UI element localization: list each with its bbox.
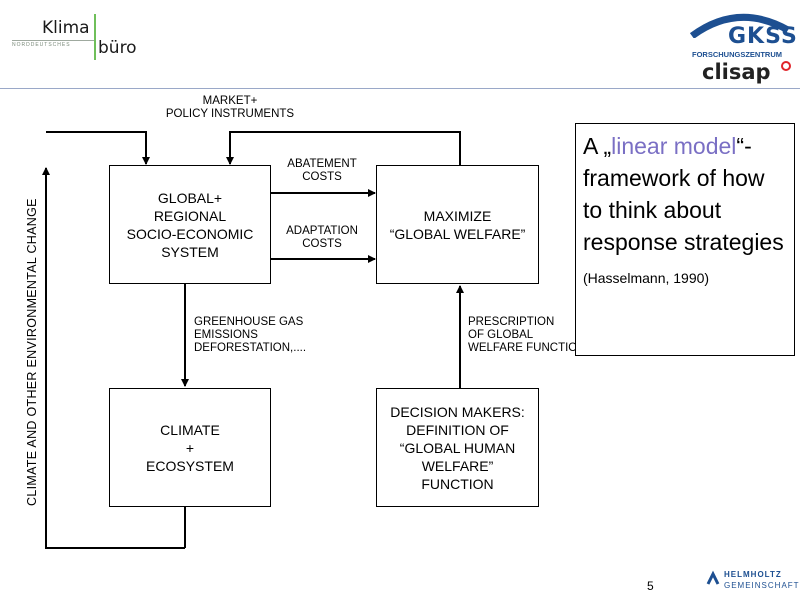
callout-prefix: A „ [583,133,612,159]
prescription-label: PRESCRIPTION OF GLOBAL WELFARE FUNCTION [468,316,586,354]
helmholtz-mark-icon [706,570,720,585]
decision-makers-box: DECISION MAKERS: DEFINITION OF “GLOBAL H… [376,388,539,507]
gkss-arc-icon [689,13,790,38]
helmholtz-line1: HELMHOLTZ [724,570,782,579]
callout-text: A „linear model“-framework of how to thi… [583,130,788,258]
klima-underline [12,40,94,41]
global-welfare-box: MAXIMIZE “GLOBAL WELFARE” [376,165,539,284]
page-number: 5 [647,579,654,593]
climate-change-vertical-label: CLIMATE AND OTHER ENVIRONMENTAL CHANGE [25,198,39,506]
abatement-costs-label: ABATEMENT COSTS [287,158,357,183]
policy-loop [226,131,461,165]
callout-rest: “-framework of how to think about respon… [583,133,784,255]
socio-economic-box: GLOBAL+ REGIONAL SOCIO-ECONOMIC SYSTEM [109,165,271,284]
adaptation-costs-label: ADAPTATION COSTS [286,225,358,250]
gkss-logo: GKSS FORSCHUNGSZENTRUM [688,8,797,59]
clisap-word: clisap [702,60,771,84]
klimabuero-logo: Klima NORDDEUTSCHES büro [10,14,140,66]
callout-citation: (Hasselmann, 1990) [583,270,710,286]
climate-ecosystem-box: CLIMATE + ECOSYSTEM [109,388,271,507]
helmholtz-logo: HELMHOLTZ GEMEINSCHAFT [706,568,799,596]
callout-accent: linear model [611,133,737,159]
clisap-logo: clisap [702,60,798,86]
linear-model-callout: A „linear model“-framework of how to thi… [575,123,795,356]
klima-word: Klima [42,18,90,38]
gkss-subline: FORSCHUNGSZENTRUM [692,50,782,59]
buero-word: büro [98,38,137,58]
feedback-loop-top [46,131,150,165]
clisap-ring-icon [781,61,791,71]
gkss-word: GKSS [728,24,798,49]
feedback-loop-bottom [42,167,185,549]
klima-subline: NORDDEUTSCHES [12,42,71,48]
klima-divider-line [94,14,96,60]
header-divider [0,88,800,89]
greenhouse-gas-label: GREENHOUSE GAS EMISSIONS DEFORESTATION,.… [194,316,307,354]
helmholtz-line2: GEMEINSCHAFT [724,581,800,590]
market-policy-label: MARKET+ POLICY INSTRUMENTS [165,95,295,120]
